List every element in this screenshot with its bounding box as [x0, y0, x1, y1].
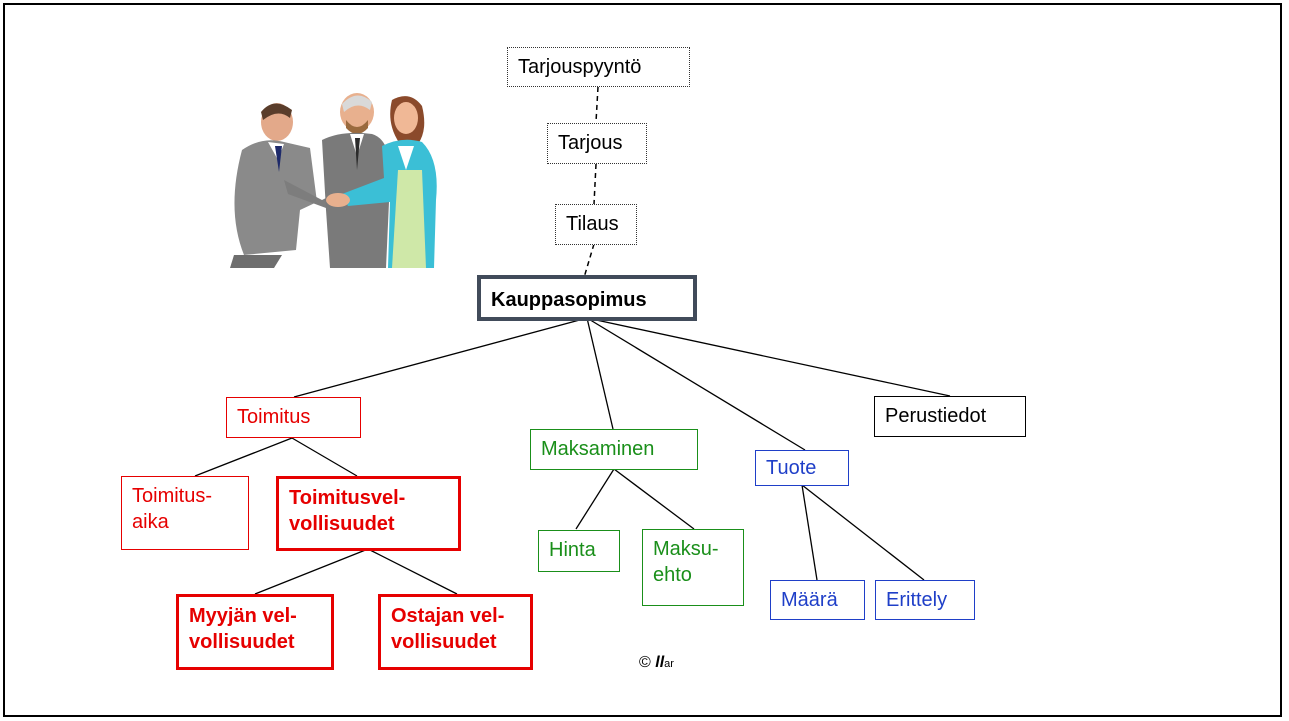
connector-velvollisuudet-myyja [254, 548, 369, 595]
node-ostajan-line1: Ostajan vel- [391, 605, 505, 627]
node-tuote-label: Tuote [766, 457, 817, 479]
node-tarjous-label: Tarjous [558, 132, 623, 154]
node-ostajan-velvollisuudet: Ostajan vel- vollisuudet [378, 594, 533, 670]
node-perustiedot: Perustiedot [874, 396, 1026, 437]
node-tilaus-label: Tilaus [566, 213, 619, 235]
connector-tarjouspyynto-tarjous [595, 86, 599, 123]
node-toimitusaika: Toimitus- aika [121, 476, 249, 550]
copyright-mark: © llar [639, 654, 674, 672]
node-maara-label: Määrä [781, 589, 838, 611]
node-erittely-label: Erittely [886, 589, 948, 611]
node-toimitusvelvollisuudet-line1: Toimitusvel- [289, 487, 406, 509]
node-hinta-label: Hinta [549, 539, 596, 561]
node-tuote: Tuote [755, 450, 849, 486]
node-myyjan-velvollisuudet: Myyjän vel- vollisuudet [176, 594, 334, 670]
copyright-symbol: © [639, 654, 651, 671]
node-maksuehto-line1: Maksu- [653, 538, 719, 560]
connector-kauppasopimus-maksaminen [586, 317, 614, 430]
node-tarjouspyynto: Tarjouspyyntö [507, 47, 690, 87]
node-toimitusaika-line1: Toimitus- [132, 485, 213, 507]
connector-tilaus-kauppasopimus [582, 243, 595, 282]
connector-maksaminen-maksuehto [613, 468, 695, 530]
node-ostajan-line2: vollisuudet [391, 631, 497, 653]
connector-kauppasopimus-tuote [586, 317, 806, 451]
connector-kauppasopimus-perustiedot [586, 317, 951, 397]
copyright-suffix: ar [664, 658, 674, 670]
node-myyjan-line1: Myyjän vel- [189, 605, 297, 627]
connector-velvollisuudet-ostaja [367, 548, 458, 595]
node-tarjouspyynto-label: Tarjouspyyntö [518, 56, 642, 78]
connector-toimitus-velvollisuudet [291, 437, 358, 477]
node-erittely: Erittely [875, 580, 975, 620]
connector-maksaminen-hinta [575, 468, 615, 530]
node-toimitus-label: Toimitus [237, 406, 311, 428]
connector-tuote-erittely [801, 484, 925, 581]
connector-tarjous-tilaus [593, 163, 597, 205]
node-kauppasopimus: Kauppasopimus [477, 275, 697, 321]
connector-kauppasopimus-toimitus [293, 317, 588, 398]
node-toimitus: Toimitus [226, 397, 361, 438]
node-maksaminen: Maksaminen [530, 429, 698, 470]
business-handshake-clipart [230, 93, 437, 268]
node-maara: Määrä [770, 580, 865, 620]
node-maksuehto-line2: ehto [653, 564, 692, 586]
connector-tuote-maara [801, 484, 818, 581]
node-perustiedot-label: Perustiedot [885, 405, 987, 427]
node-toimitusaika-line2: aika [132, 511, 169, 533]
node-maksaminen-label: Maksaminen [541, 438, 655, 460]
node-kauppasopimus-label: Kauppasopimus [491, 289, 647, 311]
node-toimitusvelvollisuudet-line2: vollisuudet [289, 513, 395, 535]
connector-toimitus-aika [194, 437, 293, 477]
copyright-initials: ll [655, 654, 665, 671]
node-tilaus: Tilaus [555, 204, 637, 245]
node-maksuehto: Maksu- ehto [642, 529, 744, 606]
node-myyjan-line2: vollisuudet [189, 631, 295, 653]
node-toimitusvelvollisuudet: Toimitusvel- vollisuudet [276, 476, 461, 551]
node-hinta: Hinta [538, 530, 620, 572]
node-tarjous: Tarjous [547, 123, 647, 164]
